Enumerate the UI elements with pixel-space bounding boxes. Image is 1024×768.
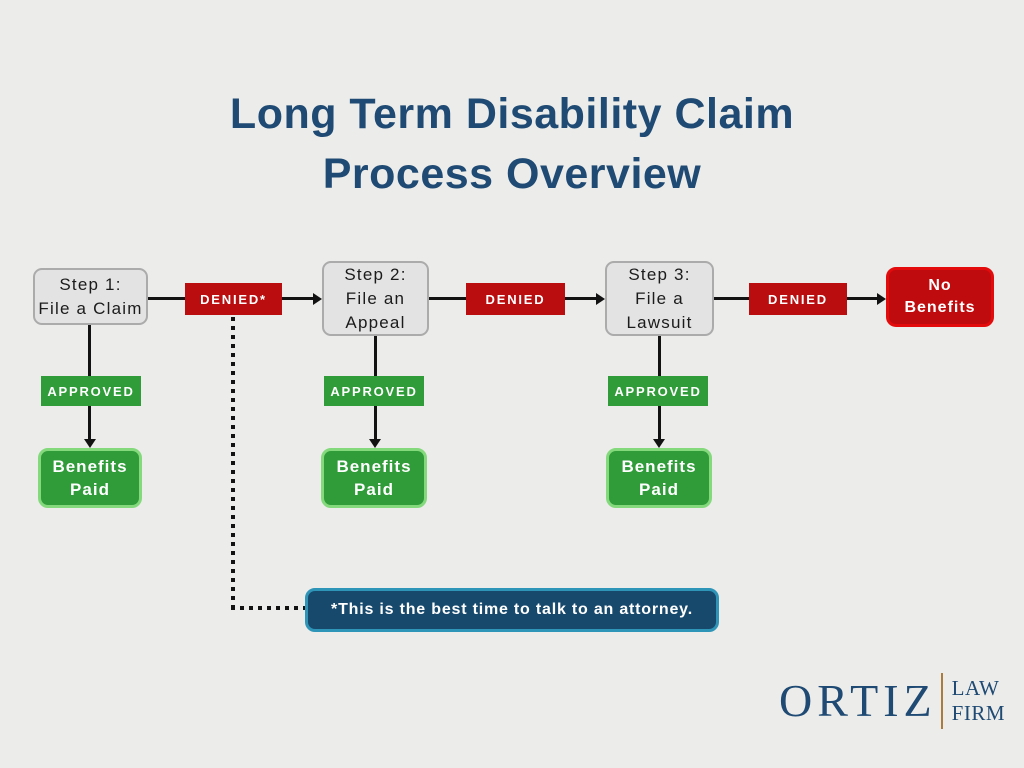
- arrowhead-into-benefits3-icon: [653, 439, 665, 448]
- arrowhead-into-nobenefits-icon: [877, 293, 886, 305]
- benefits-line1: Benefits: [336, 457, 412, 476]
- step-1-line1: Step 1:: [59, 274, 122, 294]
- arrowhead-into-benefits1-icon: [84, 439, 96, 448]
- step-1-line2: File a Claim: [38, 298, 143, 318]
- no-benefits-line1: No: [928, 277, 952, 294]
- logo-words: LAW FIRM: [952, 676, 1005, 726]
- connector-step2-denied2: [429, 297, 466, 300]
- approved-badge-1: APPROVED: [41, 376, 141, 406]
- arrowhead-into-step2-icon: [313, 293, 322, 305]
- connector-denied3-nobenefits: [847, 297, 877, 300]
- denied-badge-3: DENIED: [749, 283, 847, 315]
- approved-badge-3: APPROVED: [608, 376, 708, 406]
- page-title-line2: Process Overview: [322, 150, 702, 198]
- attorney-note: *This is the best time to talk to an att…: [305, 588, 719, 632]
- connector-step1-denied1: [148, 297, 185, 300]
- step-2-line2: File an: [345, 288, 406, 308]
- no-benefits-line2: Benefits: [904, 299, 976, 316]
- step-3-box: Step 3: File a Lawsuit: [605, 261, 714, 336]
- dotted-connector-horizontal: [231, 606, 305, 610]
- denied-badge-2: DENIED: [466, 283, 565, 315]
- step-1-box: Step 1: File a Claim: [33, 268, 148, 325]
- logo-name-text: ORTIZ: [779, 675, 937, 726]
- connector-step3-denied3: [714, 297, 749, 300]
- step-2-line3: Appeal: [345, 312, 406, 332]
- approved-badge-2: APPROVED: [324, 376, 424, 406]
- step-3-line1: Step 3:: [628, 264, 691, 284]
- step-3-line2: File a: [635, 288, 684, 308]
- page-title-line1: Long Term Disability Claim: [229, 90, 795, 138]
- connector-denied2-step3: [565, 297, 596, 300]
- connector-denied1-step2: [282, 297, 313, 300]
- arrowhead-into-step3-icon: [596, 293, 605, 305]
- benefits-line2: Paid: [639, 480, 679, 499]
- logo-word-firm: FIRM: [951, 700, 1006, 725]
- ortiz-law-firm-logo: ORTIZ LAW FIRM: [779, 672, 1005, 729]
- denied-badge-1: DENIED*: [185, 283, 282, 315]
- logo-word-law: LAW: [951, 675, 1000, 700]
- benefits-paid-box-2: Benefits Paid: [321, 448, 427, 508]
- page-title: Long Term Disability Claim Process Overv…: [0, 84, 1024, 204]
- step-3-line3: Lawsuit: [626, 312, 693, 332]
- benefits-paid-box-1: Benefits Paid: [38, 448, 142, 508]
- benefits-line1: Benefits: [621, 457, 697, 476]
- arrowhead-into-benefits2-icon: [369, 439, 381, 448]
- benefits-line2: Paid: [70, 480, 110, 499]
- logo-divider: [940, 672, 943, 729]
- benefits-line1: Benefits: [52, 457, 128, 476]
- benefits-line2: Paid: [354, 480, 394, 499]
- step-2-box: Step 2: File an Appeal: [322, 261, 429, 336]
- benefits-paid-box-3: Benefits Paid: [606, 448, 712, 508]
- step-2-line1: Step 2:: [344, 264, 407, 284]
- no-benefits-box: No Benefits: [886, 267, 994, 327]
- dotted-connector-vertical: [231, 317, 235, 610]
